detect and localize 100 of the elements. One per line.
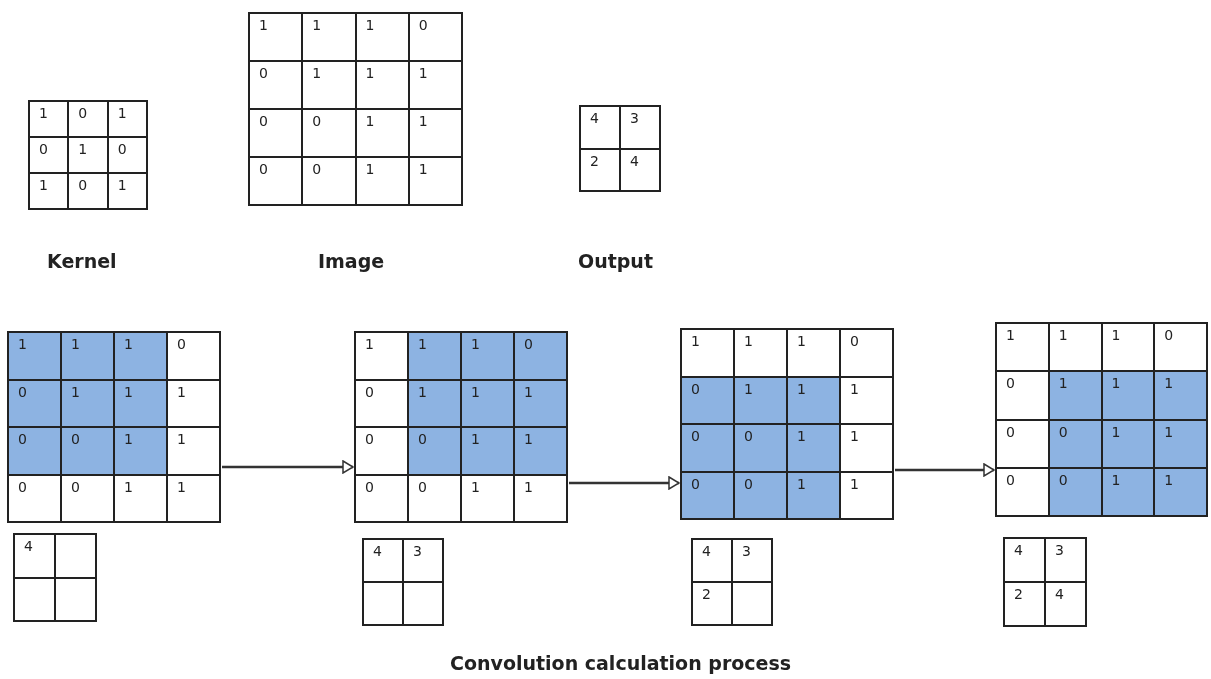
matrix-cell: 0: [681, 424, 734, 472]
matrix-cell: 4: [363, 539, 403, 582]
matrix-cell: 1: [408, 61, 462, 109]
matrix-cell: 1: [355, 157, 409, 205]
matrix-cell: 0: [1048, 467, 1102, 516]
matrix-cell: 1: [114, 474, 167, 522]
matrix-cell: 1: [461, 379, 514, 427]
matrix-cell: 1: [1154, 371, 1207, 420]
matrix-cell: 1: [167, 379, 220, 427]
matrix-grid: [354, 331, 568, 523]
matrix-cell: 0: [1154, 323, 1207, 372]
matrix-cell: 1: [461, 427, 514, 475]
matrix-cell: 1: [408, 332, 461, 380]
matrix-cell: 1: [355, 109, 409, 157]
matrix-cell: 3: [1045, 538, 1086, 582]
matrix-cell: 0: [1048, 419, 1102, 468]
matrix-cell: 0: [996, 419, 1049, 468]
matrix-cell: 1: [408, 157, 462, 205]
matrix-cell: 1: [514, 474, 567, 522]
matrix-cell: 0: [68, 101, 108, 137]
matrix-grid: [13, 533, 97, 622]
matrix-cell: 1: [1048, 323, 1102, 372]
matrix-cell: 1: [302, 61, 356, 109]
matrix-cell: 1: [787, 424, 840, 472]
matrix-grid: [995, 322, 1208, 517]
matrix-cell: 0: [107, 137, 147, 173]
matrix-cell: 0: [8, 474, 61, 522]
matrix-cell: 1: [1154, 467, 1207, 516]
matrix-cell: 1: [61, 379, 114, 427]
matrix-cell: 1: [408, 379, 461, 427]
matrix-cell: 1: [408, 109, 462, 157]
matrix-cell: 0: [355, 474, 408, 522]
matrix-cell: 1: [681, 329, 734, 377]
matrix-cell: 0: [8, 379, 61, 427]
matrix-cell: 0: [408, 474, 461, 522]
matrix-cell: 0: [734, 471, 787, 519]
matrix-cell: 0: [61, 474, 114, 522]
matrix-grid: [691, 538, 773, 626]
matrix-cell: 4: [620, 148, 660, 191]
matrix-cell: 1: [1101, 323, 1155, 372]
matrix-cell: 3: [403, 539, 443, 582]
arrow: [569, 476, 680, 490]
matrix-cell: 0: [408, 427, 461, 475]
matrix-cell: 1: [114, 332, 167, 380]
matrix-cell: 1: [167, 427, 220, 475]
matrix-grid: [579, 105, 661, 192]
matrix-cell: 1: [734, 376, 787, 424]
matrix-cell: 2: [692, 582, 732, 625]
matrix-cell: 1: [840, 376, 893, 424]
matrix-cell: 1: [734, 329, 787, 377]
matrix-cell: 1: [107, 101, 147, 137]
matrix-cell: 3: [620, 106, 660, 149]
matrix-cell: 4: [692, 539, 732, 582]
arrow: [222, 460, 354, 474]
matrix-cell: 0: [302, 157, 356, 205]
matrix-cell: 1: [107, 173, 147, 209]
matrix-cell: 1: [1154, 419, 1207, 468]
matrix-cell: 1: [249, 13, 303, 61]
matrix-cell: 1: [787, 329, 840, 377]
matrix-cell: 4: [1004, 538, 1045, 582]
matrix-cell: 1: [355, 61, 409, 109]
matrix-cell: 0: [302, 109, 356, 157]
matrix-grid: [7, 331, 221, 523]
matrix-cell: 1: [167, 474, 220, 522]
matrix-cell: 4: [1045, 582, 1086, 626]
matrix-cell: 0: [996, 371, 1049, 420]
matrix-cell: 1: [461, 474, 514, 522]
matrix-cell: 1: [61, 332, 114, 380]
matrix-cell: 1: [68, 137, 108, 173]
matrix-grid: [362, 538, 444, 626]
matrix-grid: [248, 12, 463, 206]
matrix-cell: 1: [8, 332, 61, 380]
matrix-cell: 0: [681, 376, 734, 424]
matrix-grid: [1003, 537, 1087, 627]
matrix-cell: 1: [514, 427, 567, 475]
matrix-cell: 1: [787, 471, 840, 519]
matrix-cell: 0: [514, 332, 567, 380]
matrix-cell: 1: [114, 427, 167, 475]
matrix-cell: 3: [732, 539, 772, 582]
matrix-grid: [680, 328, 894, 520]
matrix-cell: 0: [61, 427, 114, 475]
arrow: [895, 463, 995, 477]
matrix-cell: 1: [29, 173, 69, 209]
matrix-cell: 1: [355, 13, 409, 61]
matrix-cell: 0: [681, 471, 734, 519]
figure-caption: Convolution calculation process: [450, 652, 792, 674]
matrix-cell: 1: [787, 376, 840, 424]
matrix-cell: 1: [302, 13, 356, 61]
matrix-cell: 1: [461, 332, 514, 380]
matrix-cell: 0: [249, 157, 303, 205]
matrix-grid: [28, 100, 148, 210]
matrix-caption: Output: [578, 250, 653, 272]
matrix-cell: 1: [1048, 371, 1102, 420]
matrix-cell: 0: [996, 467, 1049, 516]
matrix-caption: Image: [318, 250, 385, 272]
matrix-cell: 0: [355, 427, 408, 475]
matrix-cell: 0: [68, 173, 108, 209]
matrix-cell: 1: [1101, 467, 1155, 516]
matrix-caption: Kernel: [47, 250, 117, 272]
matrix-cell: 0: [734, 424, 787, 472]
